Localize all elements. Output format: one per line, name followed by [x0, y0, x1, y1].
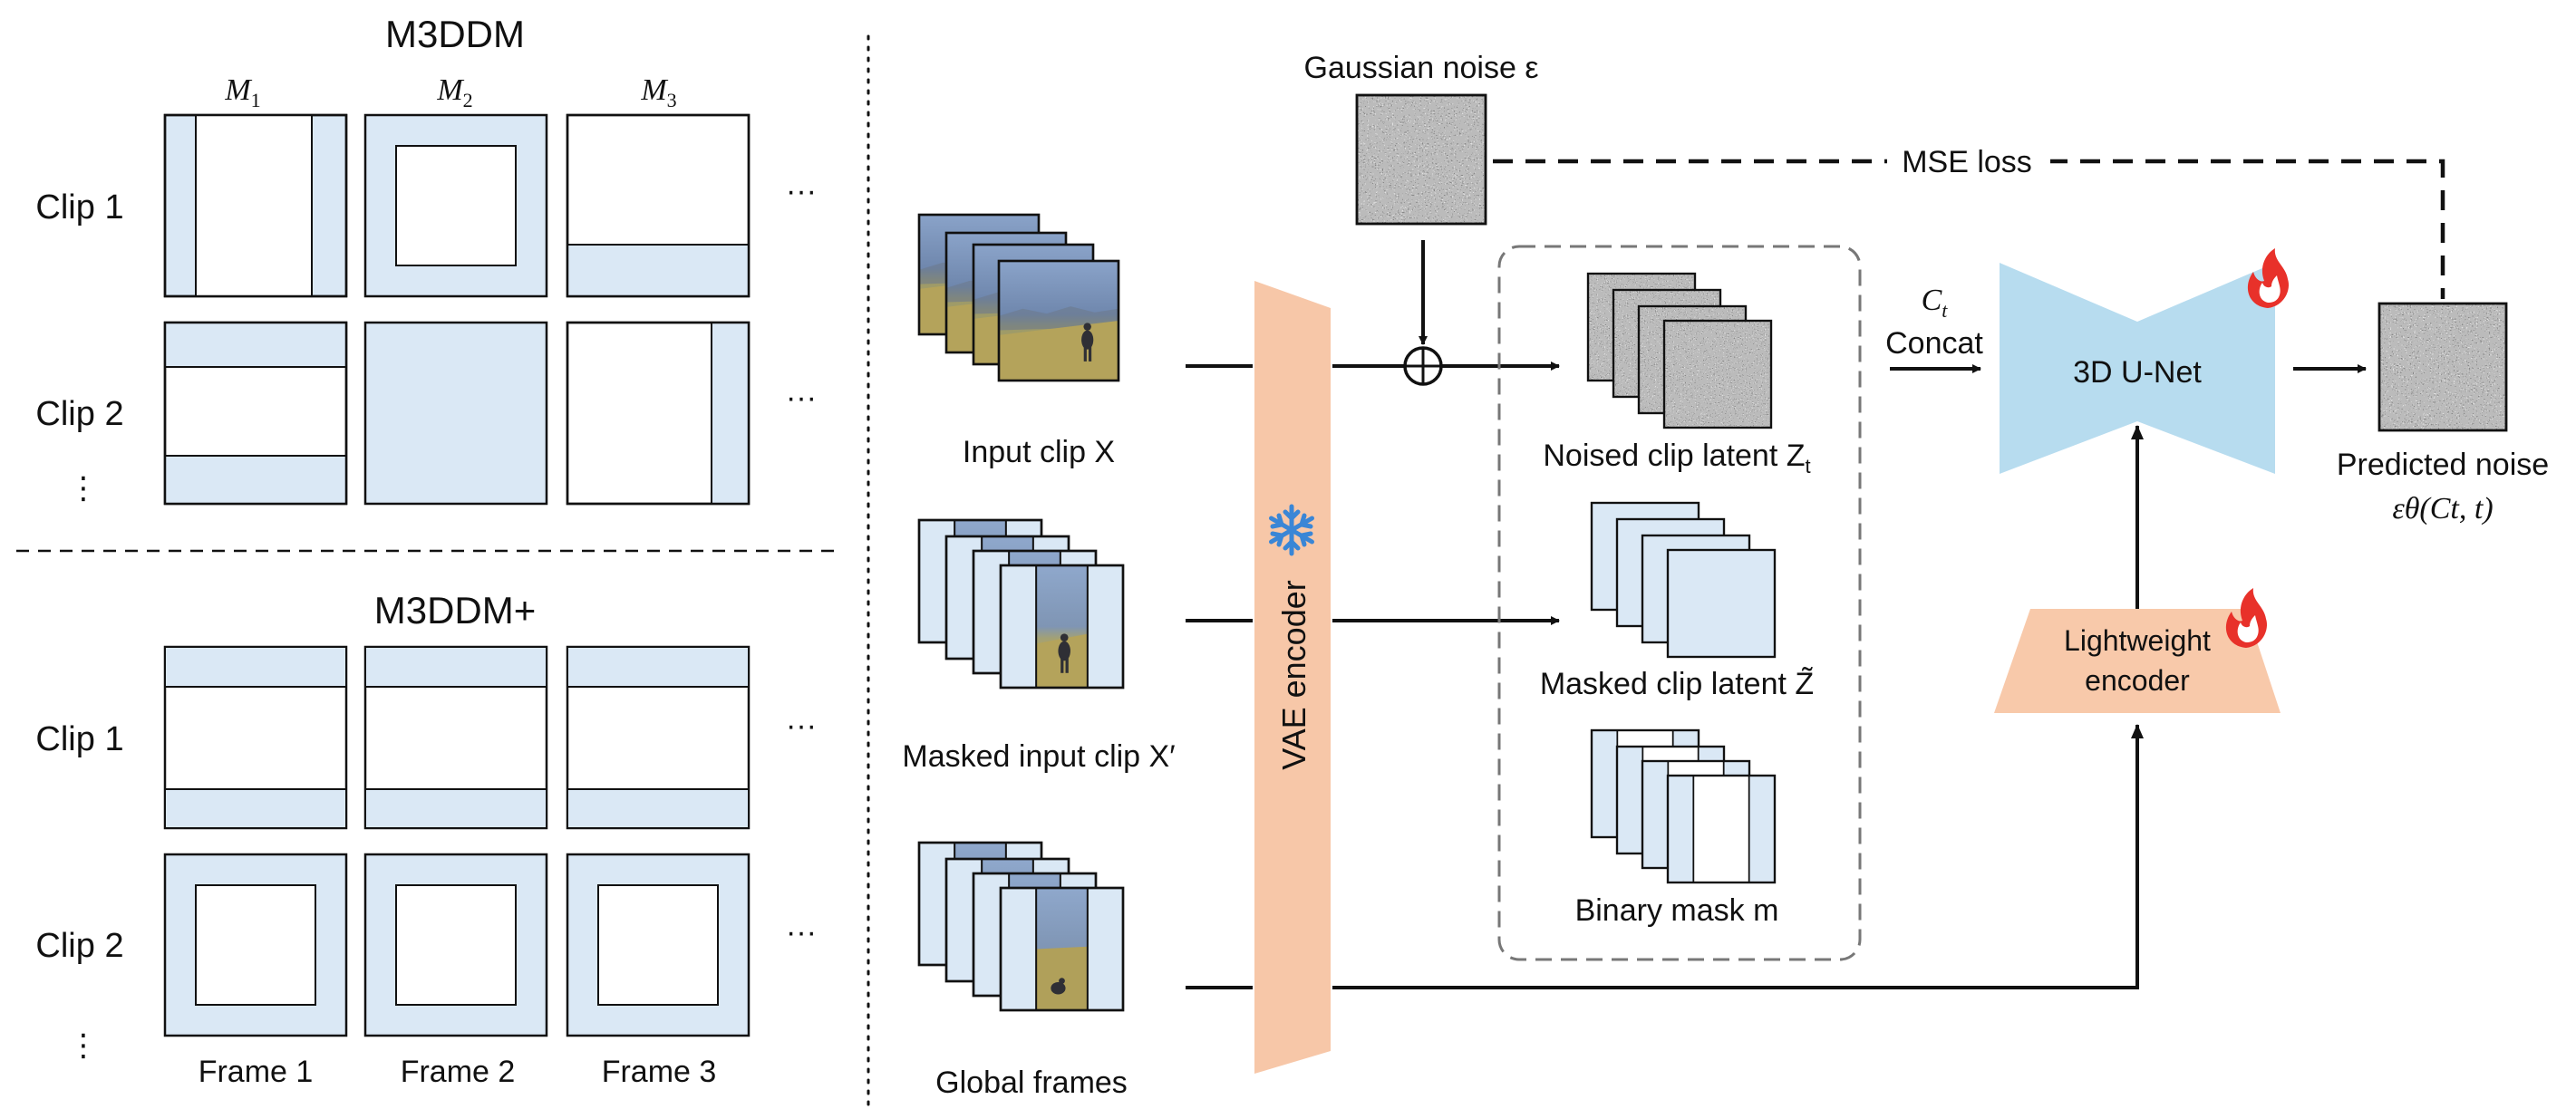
frame3-label: Frame 3	[602, 1055, 717, 1089]
binary-mask-label: Binary mask m	[1575, 893, 1779, 928]
mask-tile	[566, 853, 751, 1037]
vae-encoder-block	[1254, 281, 1331, 1074]
oplus-icon	[1403, 346, 1443, 386]
m3ddm-clip1-label: Clip 1	[35, 188, 123, 227]
frame2-label: Frame 2	[401, 1055, 516, 1089]
column-label-m2: M2	[436, 73, 472, 111]
mask-tile	[566, 113, 751, 298]
predicted-noise-image	[2379, 304, 2506, 430]
mask-tile	[163, 853, 348, 1037]
mask-tile	[566, 321, 751, 506]
input-clip-stack	[917, 213, 1120, 382]
mask-tile	[163, 321, 348, 506]
mse-loss-label-bg	[1887, 141, 2050, 181]
masked-input-label: Masked input clip X′	[902, 739, 1175, 774]
snowflake-icon	[1269, 504, 1314, 556]
ellipsis-row1: ···	[786, 174, 817, 208]
mask-tile	[363, 853, 548, 1037]
pipeline-panel: Gaussian noise ε MSE loss Input clip X M…	[902, 51, 2549, 1100]
mask-tile	[163, 113, 348, 298]
noised-latent-label: Noised clip latent Zt	[1543, 439, 1810, 477]
m3ddm-plus-title: M3DDM+	[374, 589, 537, 632]
left-panel: M3DDM M1 M2 M3 Clip 1 ··· Clip 2	[16, 13, 836, 1089]
masked-latent-stack	[1590, 501, 1777, 659]
mask-tile	[363, 113, 548, 298]
gaussian-noise-image	[1357, 95, 1486, 224]
m3ddm-plus-clip2-label: Clip 2	[35, 927, 123, 965]
global-to-lightweight-arrow	[1332, 724, 2144, 989]
ellipsis-row4: ···	[786, 915, 817, 950]
vae-encoder-label: VAE encoder	[1275, 580, 1312, 769]
lightweight-label-line2: encoder	[2085, 664, 2190, 697]
lightweight-label-line1: Lightweight	[2064, 624, 2211, 657]
column-label-m3: M3	[640, 73, 676, 111]
vertical-ellipsis-2: ⋮	[68, 1028, 99, 1063]
mask-tile	[363, 645, 548, 830]
global-frames-stack	[917, 841, 1125, 1012]
unet-label: 3D U-Net	[2073, 355, 2202, 390]
column-labels: M1 M2 M3	[224, 73, 676, 111]
m3ddm-plus-clip1-label: Clip 1	[35, 720, 123, 758]
mask-tile	[163, 645, 348, 830]
predicted-noise-formula: εθ(Ct, t)	[2392, 492, 2493, 526]
mask-tile	[566, 645, 751, 830]
flame-icon	[2247, 248, 2290, 308]
global-frames-label: Global frames	[935, 1066, 1128, 1100]
vertical-ellipsis-1: ⋮	[68, 471, 99, 506]
lightweight-encoder-block	[1994, 609, 2281, 713]
column-label-m1: M1	[224, 73, 260, 111]
mse-loss-label: MSE loss	[1902, 145, 2032, 179]
ellipsis-row2: ···	[786, 381, 817, 415]
latents-group-box	[1497, 245, 1862, 961]
frame1-label: Frame 1	[199, 1055, 314, 1089]
noised-latent-stack	[1588, 274, 1771, 428]
concat-label: Concat	[1885, 326, 1983, 361]
ct-label: Ct	[1922, 284, 1949, 322]
flame-icon	[2225, 588, 2268, 648]
unet-block	[2000, 263, 2275, 474]
ellipsis-row3: ···	[786, 709, 817, 743]
input-clip-label: Input clip X	[963, 435, 1115, 469]
predicted-noise-label: Predicted noise	[2337, 448, 2549, 482]
mse-loss-line	[1493, 159, 2445, 299]
masked-input-stack	[917, 518, 1125, 690]
mask-tile	[363, 321, 548, 506]
m3ddm-clip2-label: Clip 2	[35, 395, 123, 433]
binary-mask-stack	[1590, 728, 1777, 884]
gaussian-noise-label: Gaussian noise ε	[1304, 51, 1539, 85]
masked-latent-label: Masked clip latent Z̃	[1540, 666, 1814, 701]
m3ddm-title: M3DDM	[385, 13, 525, 55]
